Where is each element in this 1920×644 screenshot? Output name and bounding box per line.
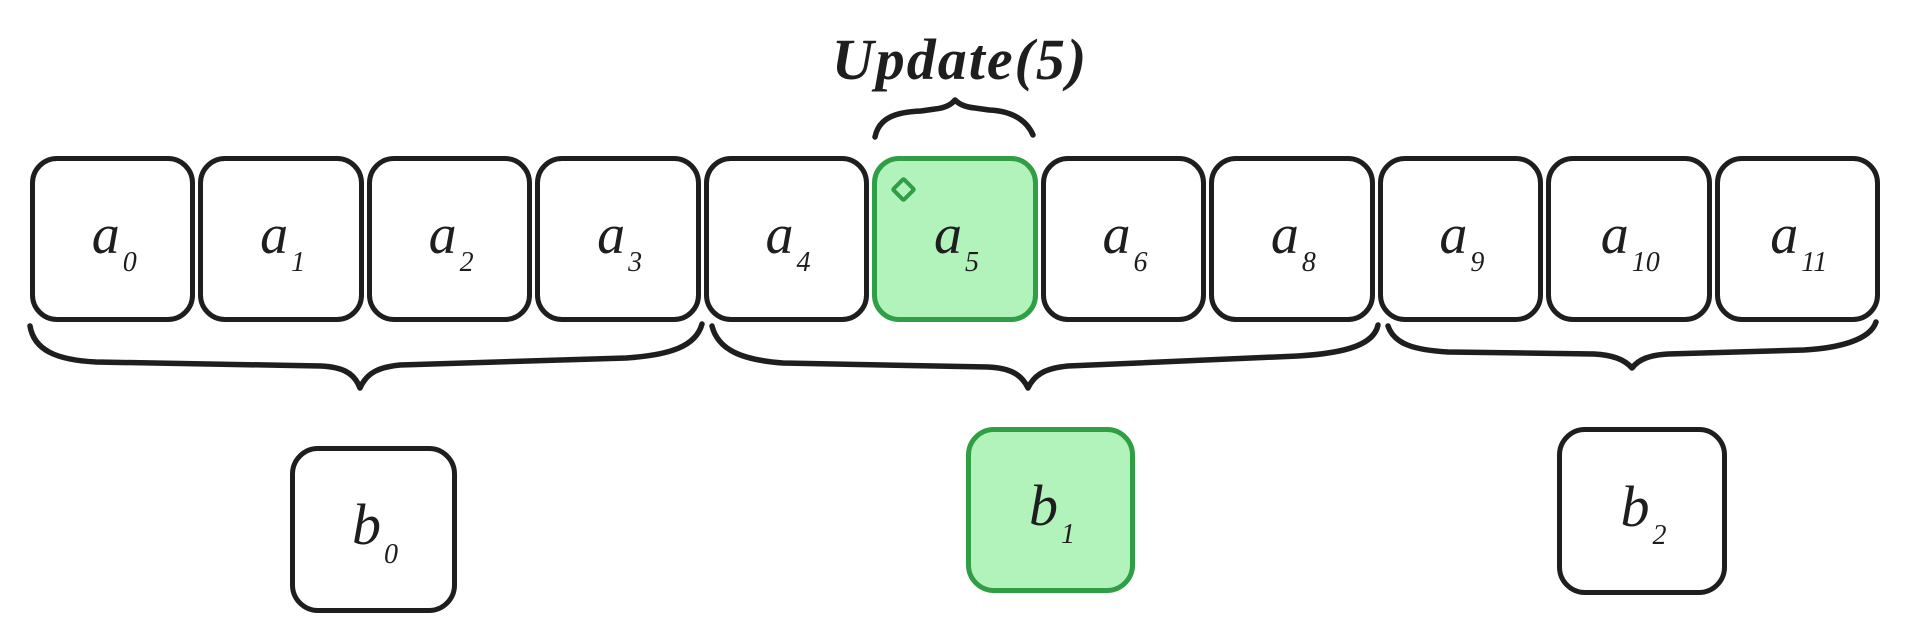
group-brace-b0 <box>27 321 705 391</box>
update-target-brace <box>872 97 1036 140</box>
update-operation-label: Update(5) <box>831 27 1089 92</box>
group-brace-b2 <box>1385 319 1879 371</box>
group-brace-b1 <box>709 322 1381 391</box>
diamond-icon <box>890 176 918 203</box>
